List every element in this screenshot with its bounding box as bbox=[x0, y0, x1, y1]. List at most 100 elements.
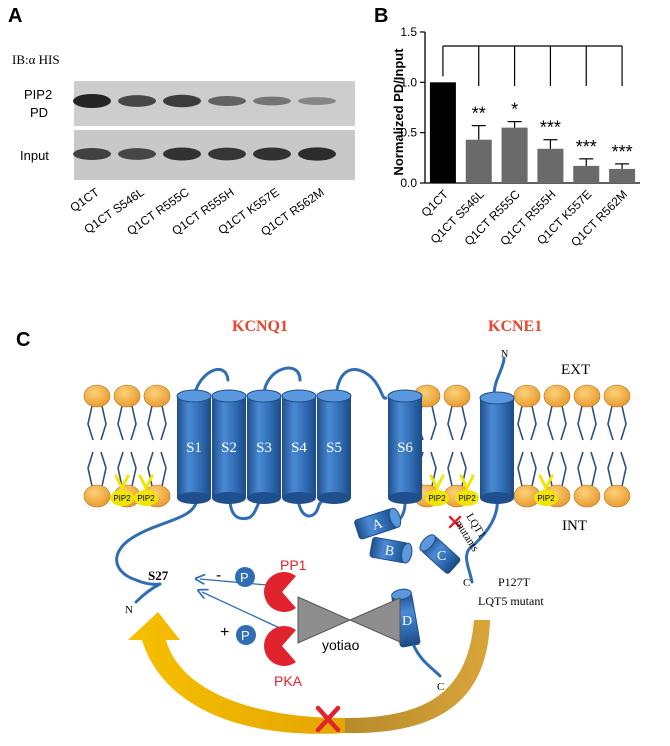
kcnq1-title: KCNQ1 bbox=[232, 318, 288, 335]
panel-a-letter: A bbox=[8, 5, 22, 27]
pka-enzyme: PKA bbox=[264, 626, 303, 689]
significance-label: *** bbox=[540, 118, 561, 138]
ext-label: EXT bbox=[561, 362, 590, 378]
pd-band bbox=[253, 96, 291, 106]
helix-label: S6 bbox=[397, 440, 413, 456]
input-row-label: Input bbox=[20, 148, 49, 163]
y-tick-label: 1.0 bbox=[400, 75, 417, 89]
significance-label: *** bbox=[612, 142, 633, 162]
pka-icon bbox=[264, 626, 296, 666]
bar bbox=[429, 82, 456, 183]
lipid-tails bbox=[87, 405, 107, 487]
lipid-tails bbox=[447, 405, 467, 487]
lipid-head bbox=[83, 384, 111, 408]
pd-row-label-1: PIP2 bbox=[24, 87, 52, 102]
input-band bbox=[118, 148, 156, 160]
input-band bbox=[163, 147, 201, 161]
pp1-icon bbox=[264, 572, 296, 612]
s27-label: S27 bbox=[148, 568, 169, 583]
pip2-lipid: PIP2 bbox=[110, 474, 134, 506]
input-band bbox=[298, 147, 336, 161]
pip2-label: PIP2 bbox=[113, 494, 131, 503]
x-tick-label: Q1CT bbox=[419, 187, 452, 220]
input-band bbox=[208, 147, 246, 161]
bar bbox=[609, 168, 636, 183]
input-band bbox=[73, 148, 111, 160]
pip2-label: PIP2 bbox=[428, 494, 446, 503]
significance-label: ** bbox=[472, 104, 486, 124]
lipid-tails bbox=[147, 405, 167, 487]
pd-row-label-2: PD bbox=[30, 105, 48, 120]
minus-sign: - bbox=[216, 567, 221, 584]
bar bbox=[537, 148, 564, 183]
lipid-tails bbox=[117, 405, 137, 487]
pip2-head-icon bbox=[134, 490, 158, 506]
panel-b-letter: B bbox=[374, 5, 388, 27]
pip2-lipid: PIP2 bbox=[534, 474, 558, 506]
helix-label: S2 bbox=[221, 440, 237, 456]
lipid-tails bbox=[517, 405, 537, 487]
lipid-head bbox=[113, 384, 141, 408]
pp1-label: PP1 bbox=[280, 557, 307, 573]
helix-label: S1 bbox=[186, 440, 202, 456]
bar bbox=[465, 139, 492, 183]
lipid-head bbox=[573, 484, 601, 508]
int-label: INT bbox=[562, 518, 587, 534]
phosphate-icon-top bbox=[235, 567, 255, 587]
domain-b-label: B bbox=[383, 543, 395, 559]
lqt5-label: LQT5 mutant bbox=[478, 594, 544, 608]
pip2-head-icon bbox=[455, 490, 479, 506]
panel-b: B Normalized PD/Input 0.00.51.01.5Q1CTQ1… bbox=[374, 5, 640, 249]
lipid-head bbox=[543, 384, 571, 408]
input-bands bbox=[73, 147, 336, 161]
pka-label: PKA bbox=[274, 673, 303, 689]
panel-c-letter: C bbox=[16, 329, 30, 351]
pip2-lipid: PIP2 bbox=[134, 474, 158, 506]
helix-s1: S1 bbox=[176, 389, 212, 504]
kcne1-n-terminus: N bbox=[501, 349, 508, 360]
input-band bbox=[253, 147, 291, 161]
pip2-head-icon bbox=[110, 490, 134, 506]
pip2-lipid: PIP2 bbox=[425, 474, 449, 506]
pd-band bbox=[163, 94, 201, 108]
blot-title: IB:α HIS bbox=[12, 52, 60, 67]
lipid-tails bbox=[607, 405, 627, 487]
helix-s5: S5 bbox=[316, 389, 352, 504]
p127t-label: P127T bbox=[498, 575, 531, 589]
lipid-head bbox=[143, 384, 171, 408]
plus-sign: + bbox=[220, 624, 229, 641]
domain-b: B bbox=[369, 537, 413, 564]
domain-a: A bbox=[354, 507, 402, 540]
yotiao: yotiao bbox=[297, 596, 401, 653]
phosphate-label-bottom: P bbox=[241, 628, 250, 643]
helix-s4: S4 bbox=[281, 389, 317, 504]
lipid-head bbox=[443, 384, 471, 408]
y-tick-label: 0.0 bbox=[400, 176, 417, 190]
domain-d-label: D bbox=[402, 614, 412, 629]
tan-curved-arrow bbox=[345, 620, 490, 734]
pip2-head-icon bbox=[425, 490, 449, 506]
significance-label: * bbox=[511, 100, 518, 120]
pd-band bbox=[118, 95, 156, 107]
pd-band bbox=[208, 96, 246, 106]
helix-s6: S6 bbox=[387, 389, 423, 504]
y-tick-label: 1.5 bbox=[400, 25, 417, 39]
pd-band bbox=[73, 94, 111, 108]
lqt1-x-icon bbox=[448, 515, 462, 529]
pip2-label: PIP2 bbox=[137, 494, 155, 503]
kcnq1-c-terminus: C bbox=[437, 681, 444, 693]
bar bbox=[501, 127, 528, 183]
pip2-head-icon bbox=[534, 490, 558, 506]
lipid-tails bbox=[547, 405, 567, 487]
domain-c: C bbox=[419, 534, 461, 574]
pip2-label: PIP2 bbox=[537, 494, 555, 503]
y-axis-label: Normalized PD/Input bbox=[391, 48, 406, 176]
pp1-enzyme: PP1 bbox=[264, 557, 307, 612]
lipid-tails bbox=[577, 405, 597, 487]
helix-label: S3 bbox=[256, 440, 272, 456]
